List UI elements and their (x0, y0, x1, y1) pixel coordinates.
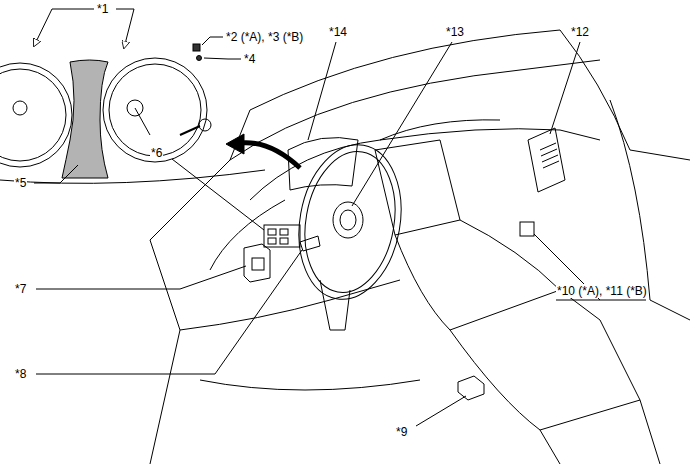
callout-number: *4 (243, 52, 256, 66)
callout-number: *8 (14, 367, 27, 381)
callout-number: *9 (395, 425, 408, 439)
callout-number: *7 (14, 282, 27, 296)
callout-number: *2 (*A), *3 (*B) (225, 30, 304, 44)
callout-number: *6 (150, 146, 163, 160)
callout-number: *10 (*A), *11 (*B) (556, 284, 648, 298)
callout-number: *13 (445, 25, 465, 39)
callout-number: *12 (570, 25, 590, 39)
callout-number: *1 (96, 2, 109, 16)
callout-number: *5 (14, 176, 27, 190)
callout-number: *14 (328, 25, 348, 39)
